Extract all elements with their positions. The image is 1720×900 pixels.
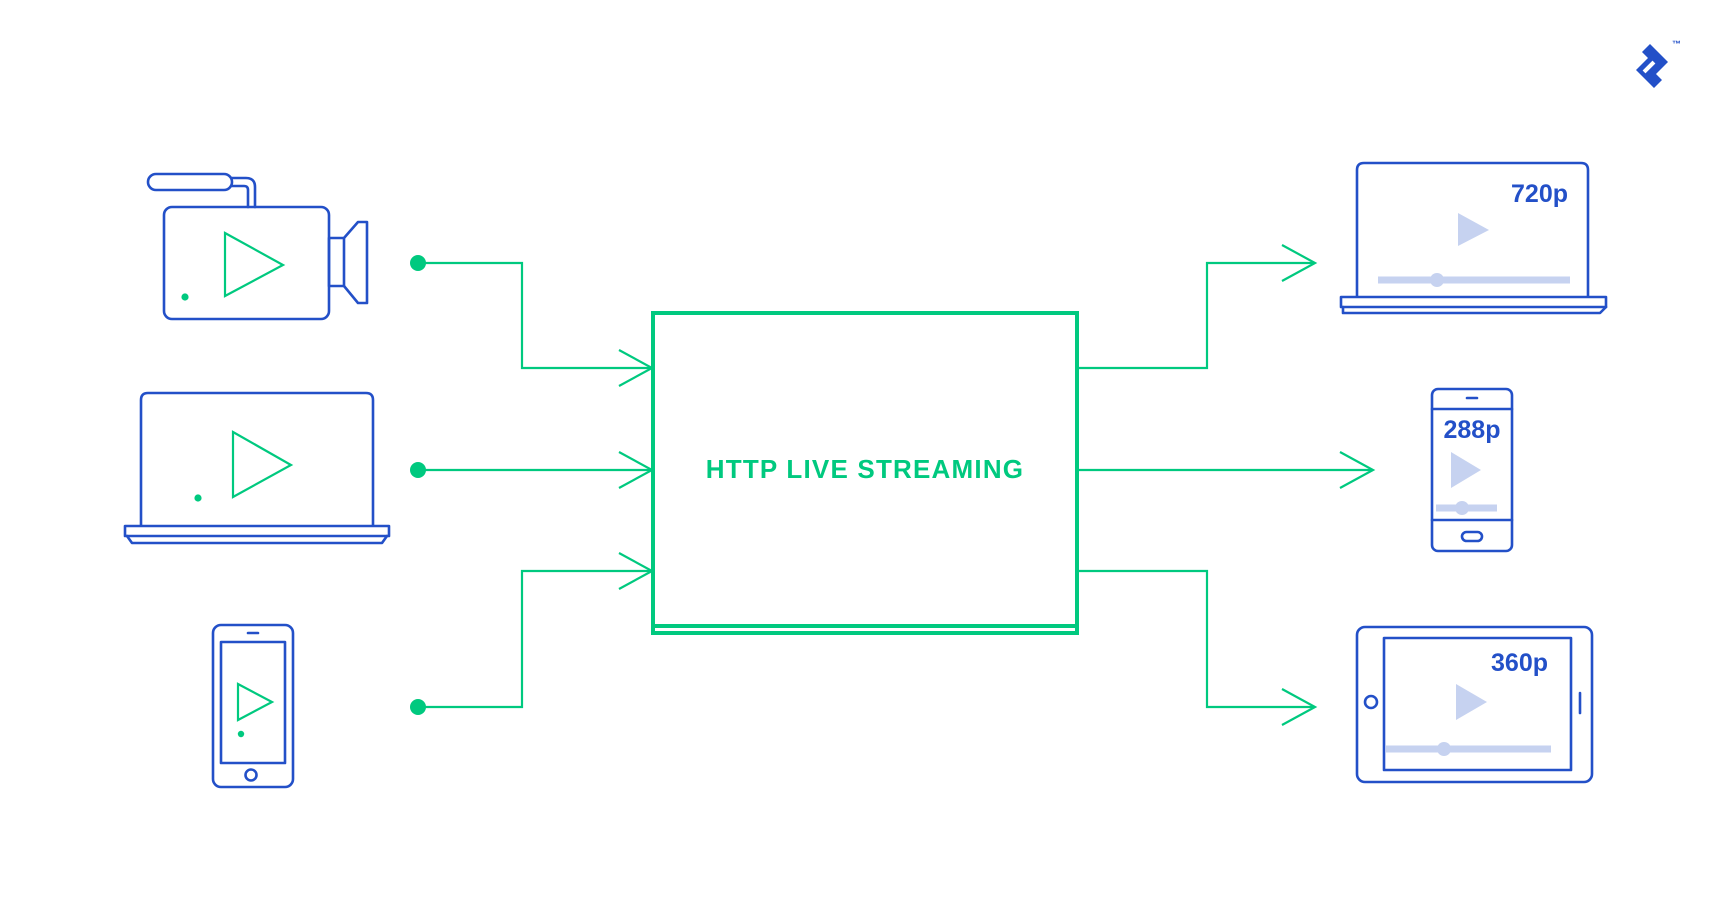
tablet-icon	[1355, 625, 1594, 784]
arrow-head-icon	[1339, 451, 1376, 489]
video-camera-icon	[146, 172, 369, 321]
source-laptop	[123, 391, 391, 545]
resolution-label: 720p	[1511, 180, 1568, 208]
source-phone	[211, 623, 295, 789]
smartphone-icon	[211, 623, 295, 789]
outbound-connector-1	[1077, 244, 1318, 370]
inbound-connectors	[410, 255, 655, 715]
record-dot	[181, 293, 189, 301]
play-icon	[236, 682, 275, 722]
arrow-head-icon	[1281, 688, 1318, 726]
play-icon	[1451, 452, 1481, 488]
source-camera	[146, 172, 369, 321]
resolution-label: 360p	[1491, 649, 1548, 677]
server-label: HTTP LIVE STREAMING	[706, 454, 1024, 484]
progress-knob	[1455, 501, 1469, 515]
record-dot	[237, 730, 245, 738]
play-icon	[1456, 684, 1487, 720]
laptop-icon	[123, 391, 391, 545]
progress-knob	[1430, 273, 1444, 287]
output-tablet: 360p	[1355, 625, 1594, 784]
outbound-connectors	[1077, 244, 1376, 726]
output-laptop: 720p	[1339, 161, 1608, 315]
inbound-connector-1	[410, 255, 655, 387]
toptal-logo-icon: ™	[1636, 39, 1681, 88]
outbound-connector-2	[1077, 451, 1376, 489]
play-icon	[223, 231, 286, 298]
laptop-icon	[1339, 161, 1608, 315]
outbound-connector-3	[1077, 569, 1318, 726]
progress-knob	[1437, 742, 1451, 756]
inbound-connector-3	[410, 552, 655, 715]
record-dot	[194, 494, 202, 502]
resolution-label: 288p	[1444, 416, 1501, 444]
inbound-connector-2	[410, 451, 655, 489]
arrow-head-icon	[1281, 244, 1318, 282]
play-icon	[1458, 213, 1489, 246]
smartphone-icon	[1430, 387, 1514, 553]
trademark-label: ™	[1672, 39, 1681, 49]
hls-server-box: HTTP LIVE STREAMING	[651, 311, 1079, 635]
output-phone: 288p	[1430, 387, 1514, 553]
play-icon	[231, 430, 294, 499]
